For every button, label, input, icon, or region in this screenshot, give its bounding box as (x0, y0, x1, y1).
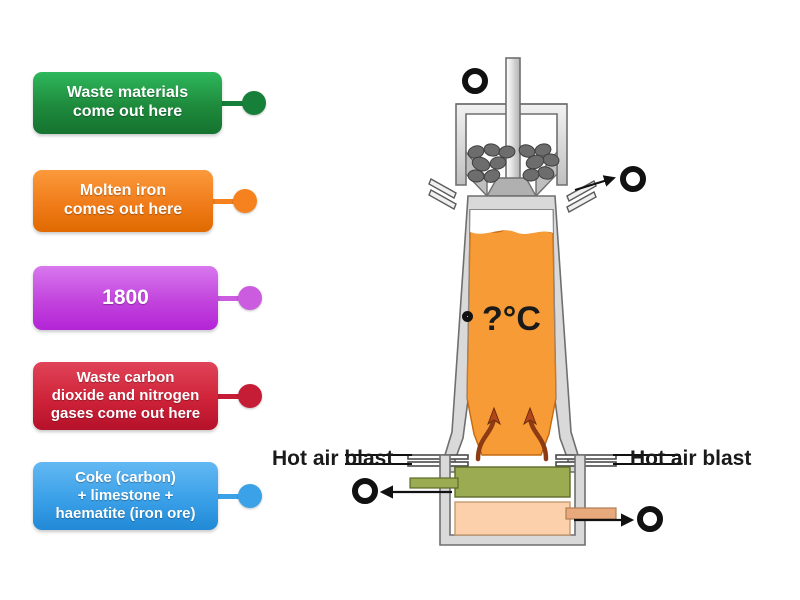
drop-target-slag[interactable] (352, 478, 378, 504)
connector-temperature-1800 (218, 295, 240, 301)
charging-pipe (505, 57, 521, 181)
tile-label-coke-limestone-haematite: Coke (carbon) + limestone + haematite (i… (55, 469, 196, 522)
tile-body-temperature-1800[interactable]: 1800 (33, 266, 218, 330)
hot-air-blast-arrows (475, 415, 549, 462)
tile-body-coke-limestone-haematite[interactable]: Coke (carbon) + limestone + haematite (i… (33, 462, 218, 530)
charge-inlet-pipes (428, 177, 457, 211)
label-tile-coke-limestone-haematite[interactable]: Coke (carbon) + limestone + haematite (i… (33, 462, 262, 530)
tuyere-pipes (407, 454, 617, 467)
tile-label-molten-iron: Molten iron comes out here (63, 182, 183, 218)
furnace-hearth (409, 454, 617, 546)
connector-dot-temperature-1800[interactable] (238, 286, 262, 310)
label-tile-temperature-1800[interactable]: 1800 (33, 266, 262, 330)
tile-label-temperature-1800: 1800 (102, 285, 149, 309)
drop-target-waste-gases[interactable] (620, 166, 646, 192)
connector-dot-waste-gases[interactable] (238, 384, 262, 408)
drop-target-molten-iron[interactable] (637, 506, 663, 532)
connector-molten-iron (213, 198, 235, 204)
temperature-marker-label: ?°C (482, 300, 541, 338)
slag-layer (454, 466, 571, 498)
tile-body-molten-iron[interactable]: Molten iron comes out here (33, 170, 213, 232)
raw-material-lumps (467, 143, 560, 183)
drop-target-temperature[interactable] (462, 311, 473, 322)
connector-coke-limestone-haematite (218, 493, 240, 499)
molten-iron-layer (454, 501, 571, 536)
hot-air-blast-left-label: Hot air blast (272, 447, 394, 470)
connector-waste-gases (218, 393, 240, 399)
waste-gas-arrow (574, 175, 616, 191)
label-tile-waste-gases[interactable]: Waste carbon dioxide and nitrogen gases … (33, 362, 262, 430)
tile-label-waste-gases: Waste carbon dioxide and nitrogen gases … (50, 369, 201, 422)
label-tile-waste-materials[interactable]: Waste materials come out here (33, 72, 266, 134)
connector-dot-waste-materials[interactable] (242, 91, 266, 115)
connector-dot-coke-limestone-haematite[interactable] (238, 484, 262, 508)
tile-body-waste-materials[interactable]: Waste materials come out here (33, 72, 222, 134)
drop-target-charge-top[interactable] (462, 68, 488, 94)
label-tile-molten-iron[interactable]: Molten iron comes out here (33, 170, 257, 232)
hot-air-blast-arrowheads (486, 406, 538, 426)
hot-air-leader-lines (345, 454, 680, 465)
tile-body-waste-gases[interactable]: Waste carbon dioxide and nitrogen gases … (33, 362, 218, 430)
slag-tap-hole (409, 477, 459, 489)
tile-label-waste-materials: Waste materials come out here (66, 84, 189, 120)
hot-air-blast-right-label: Hot air blast (630, 447, 752, 470)
iron-tap-hole (565, 507, 617, 520)
connector-dot-molten-iron[interactable] (233, 189, 257, 213)
connector-waste-materials (222, 100, 244, 106)
